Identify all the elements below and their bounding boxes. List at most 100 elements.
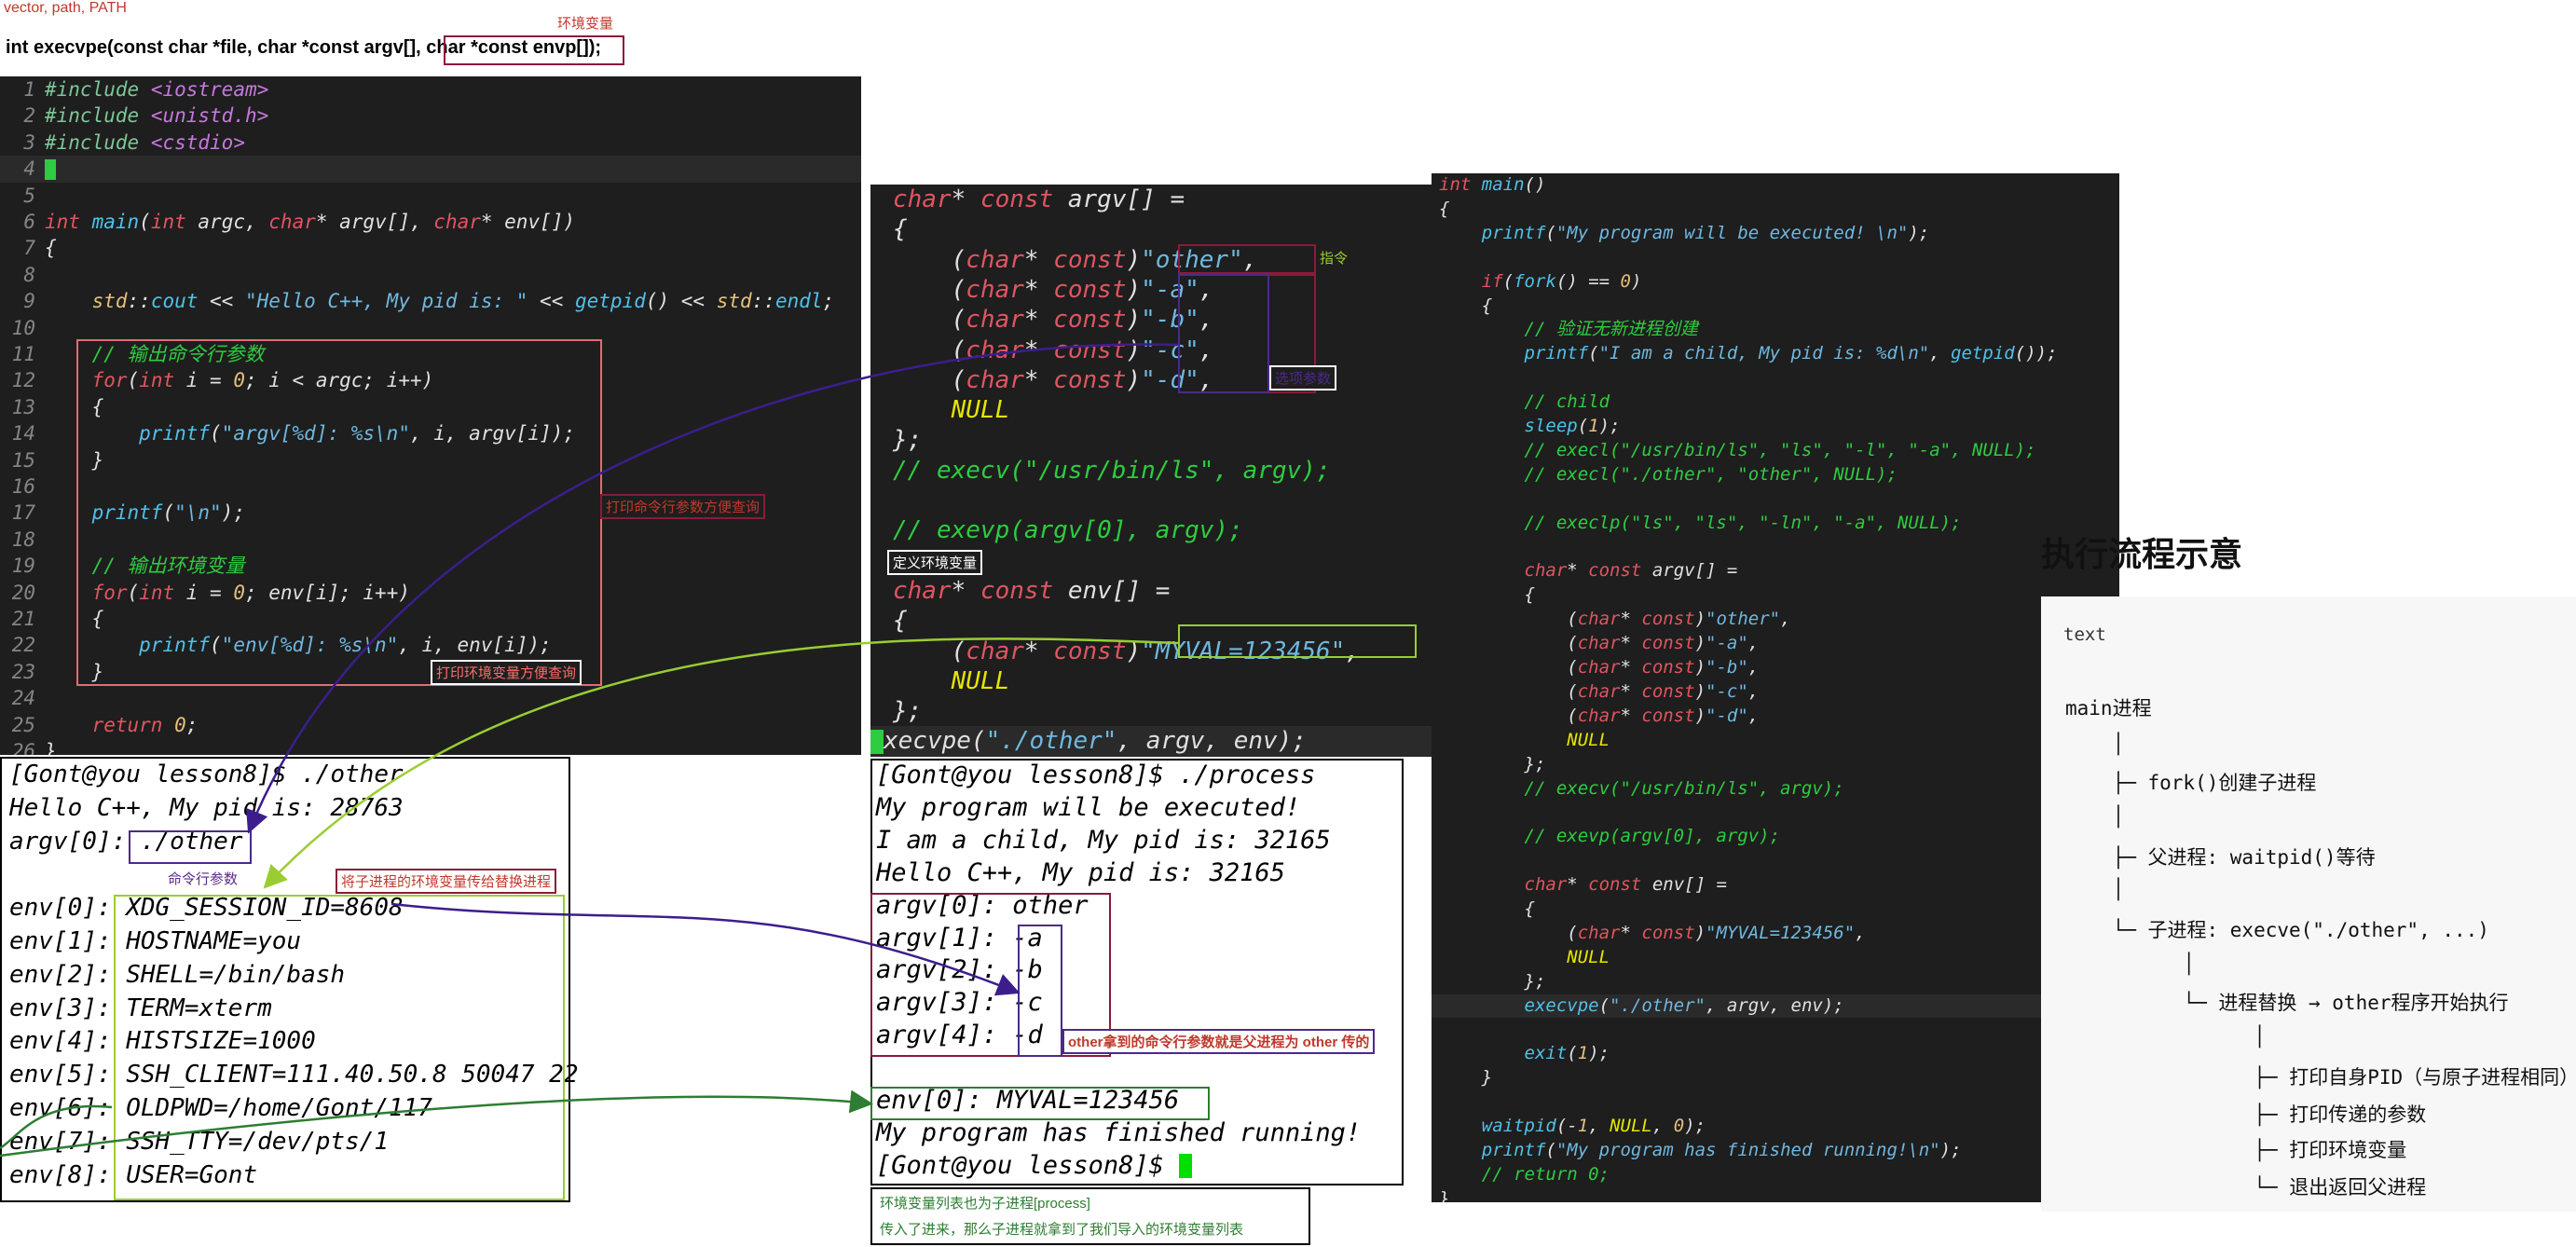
flow-title: 执行流程示意 [2041,535,2243,573]
right-code-line: // execl("./other", "other", NULL); [1524,463,1898,485]
envp-label: 环境变量 [557,16,614,32]
flow-line: │ [2065,1025,2266,1048]
middle-terminal-line: [Gont@you lesson8]$ [876,1151,1193,1180]
line-number: 3 [23,130,35,154]
header-note: vector, path, PATH [4,0,127,16]
left-terminal-line: env[1]: HOSTNAME=you [9,927,302,955]
middle-code-line: NULL [951,396,1010,425]
left-code-line: 5 [0,183,861,209]
note-line-1: 环境变量列表也为子进程[process] [880,1196,1090,1212]
left-code-line: 2#include <unistd.h> [0,103,861,129]
middle-terminal-line: env[0]: MYVAL=123456 [876,1086,1180,1115]
middle-code-line: char* const argv[] = [893,185,1185,213]
right-code-line: // exevp(argv[0], argv); [1524,826,1781,847]
flow-line: │ [2065,878,2125,900]
left-code-line: 16 [0,473,861,500]
left-terminal-line: env[8]: USER=Gont [9,1160,258,1189]
right-code-line [1439,487,2119,512]
right-code-line: } [1439,1187,1450,1202]
argv-opts-output-box [1018,925,1062,1057]
label-argv-from-parent: other拿到的命令行参数就是父进程为 other 传的 [1062,1029,1376,1054]
right-code-line: waitpid(-1, NULL, 0); [1481,1116,1706,1137]
right-code-line: } [1439,1067,1493,1089]
line-number: 25 [11,713,35,736]
line-number: 23 [11,660,35,683]
line-number: 16 [11,475,35,498]
line-number: 4 [23,158,35,181]
flow-line: │ [2065,952,2196,975]
right-code-line: (char* const)"other", [1439,609,1791,630]
line-number: 17 [11,501,35,525]
left-code-line: 4 [0,156,861,183]
line-number: 18 [11,528,35,551]
right-code-line: }; [1439,753,1546,774]
right-code-line: // return 0; [1481,1163,1610,1185]
left-terminal-line: env[4]: HISTSIZE=1000 [9,1027,316,1056]
right-code-line [1439,536,2119,560]
right-code-line: { [1439,198,1450,219]
middle-code-line: (char* const)"other", [893,245,1258,274]
line-number: 14 [11,422,35,445]
right-code-line: // execv("/usr/bin/ls", argv); [1524,777,1844,799]
right-code-line [1439,801,2119,825]
right-code-line: (char* const)"-a", [1439,633,1760,654]
left-terminal-line: env[2]: SHELL=/bin/bash [9,960,346,989]
right-code-line [1439,1090,2119,1115]
label-pass-env: 将子进程的环境变量传给替换进程 [336,869,557,894]
middle-code-line: (char* const)"-d", [893,365,1214,394]
left-code-line: 18 [0,527,861,553]
line-number: 9 [23,290,35,313]
middle-code-line: { [893,215,908,244]
middle-terminal-line: argv[3]: -c [876,988,1043,1018]
middle-code-line: }; [893,697,923,726]
right-code-line: // 验证无新进程创建 [1524,319,1698,340]
line-number: 11 [11,343,35,365]
right-code-line: (char* const)"-b", [1439,657,1760,678]
middle-terminal-line: My program will be executed! [876,792,1301,822]
right-code-line: // child [1524,391,1610,413]
right-code-line: char* const env[] = [1524,874,1727,896]
right-code-line [1439,366,2119,391]
line-number: 6 [23,211,35,233]
flow-line: └─ 退出返回父进程 [2065,1176,2427,1199]
line-number: 26 [11,740,35,755]
left-code-line: 11 // 输出命令行参数 [0,341,861,367]
flow-line: └─ 子进程: execve("./other", ...) [2065,919,2489,941]
right-code-line: }; [1439,970,1546,992]
right-code-line [1439,246,2119,270]
middle-code-line: (char* const)"-c", [893,336,1214,364]
middle-code-editor[interactable]: char* const argv[] ={ (char* const)"othe… [870,185,1432,757]
flow-tag: text [2063,624,2106,645]
left-terminal-line: env[0]: XDG_SESSION_ID=8608 [9,894,404,923]
right-code-line: // execlp("ls", "ls", "-ln", "-a", NULL)… [1524,512,1962,533]
middle-terminal-line: argv[4]: -d [876,1021,1043,1050]
left-code-line: 13 { [0,394,861,420]
middle-terminal-line: I am a child, My pid is: 32165 [876,825,1331,855]
right-code-editor[interactable]: int main(){ printf("My program will be e… [1432,173,2119,1202]
line-number: 20 [11,581,35,604]
right-code-line: (char* const)"MYVAL=123456", [1439,922,1866,943]
left-code-line: 19 // 输出环境变量 [0,553,861,579]
note-box: 环境变量列表也为子进程[process] 传入了进来，那么子进程就拿到了我们导入… [870,1187,1310,1245]
left-code-line: 3#include <cstdio> [0,130,861,156]
line-number: 24 [11,687,35,710]
left-code-line: 1#include <iostream> [0,76,861,103]
middle-code-line: xecvpe("./other", argv, env); [870,726,1432,757]
left-terminal-line: [Gont@you lesson8]$ ./other [9,761,404,788]
terminal-cursor [1179,1154,1193,1179]
middle-code-line: // execv("/usr/bin/ls", argv); [893,456,1331,485]
left-code-line: 24 [0,685,861,711]
line-number: 1 [23,78,35,101]
right-code-line: if(fork() == 0) [1481,270,1642,292]
right-code-line: printf("My program will be executed! \n"… [1481,222,1930,243]
function-signature: int execvpe(const char *file, char *cons… [6,37,602,58]
flow-line: │ [2065,805,2125,828]
left-code-line: 21 { [0,606,861,632]
label-command: 指令 [1320,251,1349,267]
right-code-line: { [1439,584,1535,606]
args-loop-box [76,339,602,686]
right-code-line: printf("My program has finished running!… [1481,1140,1962,1160]
middle-terminal-line: Hello C++, My pid is: 32165 [876,857,1285,887]
line-number: 12 [11,369,35,392]
